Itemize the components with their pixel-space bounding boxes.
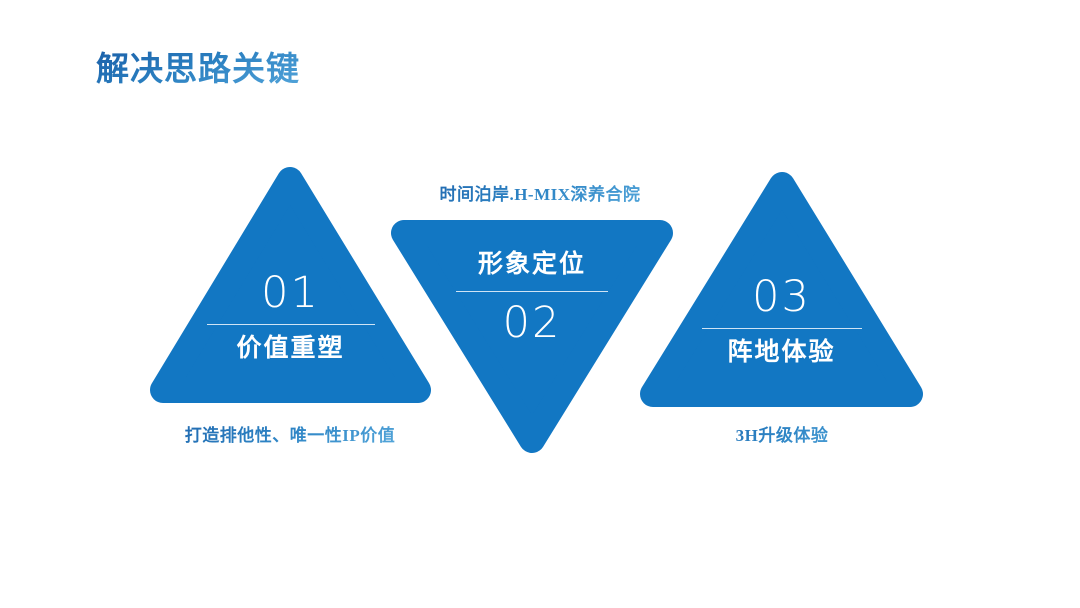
triangle-content-02: 形象定位 02 [404,248,660,348]
step-number-02: 02 [502,298,562,348]
divider-02 [456,291,608,292]
step-label-02: 形象定位 [477,251,586,278]
caption-center-top: 时间泊岸.H-MIX深养合院 [400,183,680,207]
caption-left-bottom: 打造排他性、唯一性IP价值 [150,424,430,448]
step-label-03: 阵地体验 [727,339,836,366]
step-number-01: 01 [261,268,320,318]
divider-03 [701,328,862,329]
divider-01 [206,324,375,325]
step-number-03: 03 [752,272,811,322]
triangle-shape-01[interactable] [150,167,431,403]
triangle-shape-03[interactable] [640,172,923,407]
triangle-content-03: 03 阵地体验 [653,272,910,370]
page-title: 解决思路关键 [96,48,300,92]
triangle-content-01: 01 价值重塑 [163,268,418,366]
step-label-01: 价值重塑 [236,335,345,362]
caption-right-bottom: 3H升级体验 [673,424,891,448]
triangle-shape-02[interactable] [391,220,673,453]
